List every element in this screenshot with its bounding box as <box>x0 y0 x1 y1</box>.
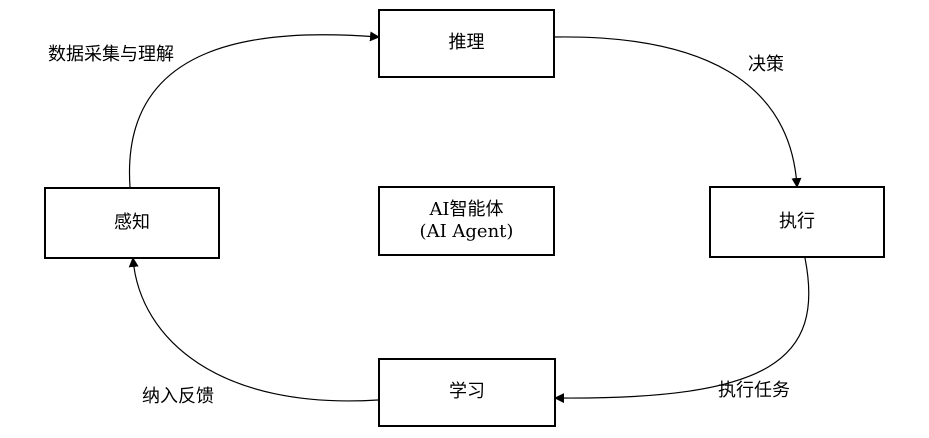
node-execution-label: 执行 <box>779 210 815 232</box>
node-ai-agent-subtitle: (AI Agent) <box>419 221 514 242</box>
node-execution: 执行 <box>709 186 885 258</box>
node-reasoning: 推理 <box>378 9 555 78</box>
arrow-reasoning-to-execution <box>554 36 802 188</box>
arrow-learning-to-perception <box>128 257 379 402</box>
arrow-execution-to-learning <box>554 257 810 404</box>
node-ai-agent: AI智能体 (AI Agent) <box>378 186 555 256</box>
arrow-perception-to-reasoning <box>128 31 380 188</box>
edge-label-feedback: 纳入反馈 <box>142 386 214 407</box>
node-perception: 感知 <box>44 187 220 259</box>
node-ai-agent-title: AI智能体 <box>429 198 504 220</box>
node-reasoning-label: 推理 <box>448 32 485 54</box>
node-learning: 学习 <box>378 358 556 427</box>
edge-label-decision: 决策 <box>748 54 784 75</box>
node-learning-label: 学习 <box>449 381 485 403</box>
edge-label-data-collection: 数据采集与理解 <box>48 44 174 65</box>
edge-label-execute-task: 执行任务 <box>718 380 790 401</box>
node-perception-label: 感知 <box>114 211 150 233</box>
